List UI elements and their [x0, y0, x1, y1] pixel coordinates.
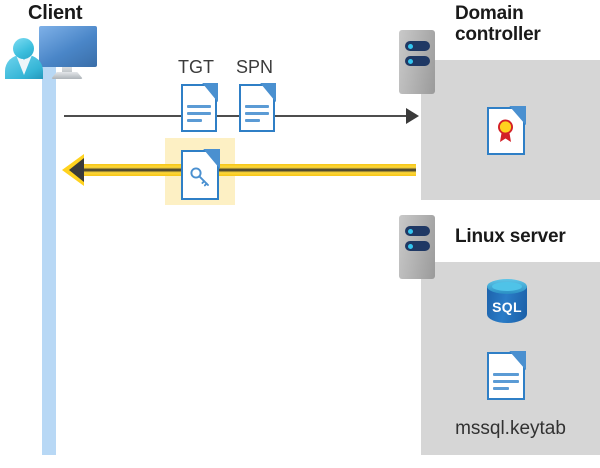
- server-bay-icon: [405, 241, 430, 251]
- service-ticket-key-document-icon: [181, 149, 220, 200]
- document-text-lines: [187, 105, 211, 126]
- keytab-filename-label: mssql.keytab: [455, 418, 566, 439]
- sql-label: SQL: [492, 299, 522, 315]
- server-led-icon: [408, 58, 413, 64]
- tgt-label: TGT: [178, 57, 214, 77]
- user-at-monitor-icon: [5, 26, 97, 79]
- monitor-neck-icon: [62, 67, 72, 74]
- sql-database-icon: SQL: [485, 277, 529, 329]
- document-line: [245, 112, 269, 116]
- server-led-icon: [408, 228, 413, 234]
- certificate-seal-icon: [498, 119, 513, 142]
- monitor-base-icon: [51, 72, 83, 79]
- document-text-lines: [493, 373, 519, 394]
- person-head-icon: [13, 38, 34, 59]
- linux-server-icon: [399, 215, 435, 279]
- document-line: [245, 105, 269, 109]
- domain-controller-server-icon: [399, 30, 435, 94]
- document-line: [187, 119, 202, 123]
- request-arrow-head: [406, 108, 419, 124]
- document-line: [493, 373, 519, 377]
- document-line: [493, 387, 509, 391]
- document-line: [245, 119, 260, 123]
- server-bay-icon: [405, 41, 430, 51]
- tgt-document-icon: [181, 83, 218, 132]
- server-led-icon: [408, 43, 413, 49]
- request-arrow-line: [64, 115, 412, 117]
- spn-document-icon: [239, 83, 276, 132]
- document-line: [493, 380, 519, 384]
- key-icon: [190, 167, 209, 187]
- server-led-icon: [408, 243, 413, 249]
- monitor-screen-icon: [39, 26, 97, 67]
- document-text-lines: [245, 105, 269, 126]
- certificate-document-icon: [487, 106, 526, 155]
- server-bay-icon: [405, 226, 430, 236]
- keytab-document-icon: [487, 351, 526, 400]
- database-cylinder-top-inner: [492, 282, 522, 291]
- linux-server-title: Linux server: [455, 226, 566, 247]
- domain-controller-title: Domain controller: [455, 3, 541, 46]
- server-bay-icon: [405, 56, 430, 66]
- document-line: [187, 112, 211, 116]
- client-lifeline: [42, 64, 56, 455]
- client-title: Client: [28, 2, 83, 24]
- spn-label: SPN: [236, 57, 274, 77]
- document-line: [187, 105, 211, 109]
- response-arrow-line: [78, 164, 416, 176]
- response-arrow-head: [69, 158, 84, 182]
